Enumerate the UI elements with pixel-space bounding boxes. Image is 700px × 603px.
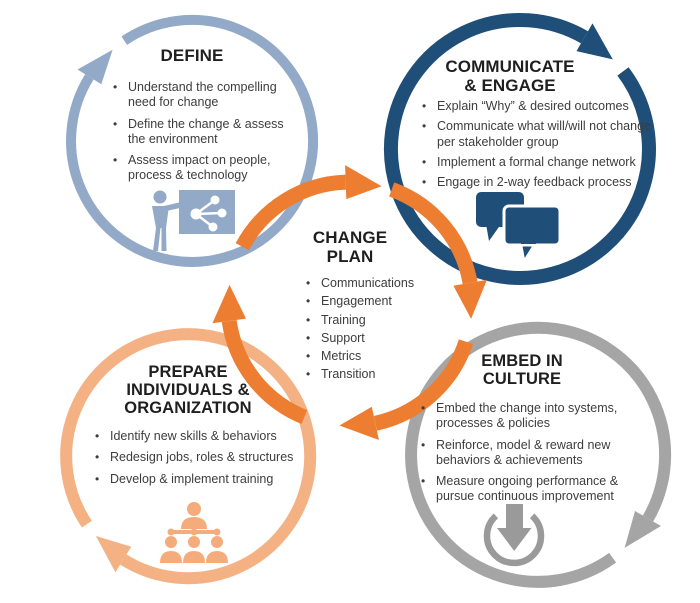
bullet-item: Engagement xyxy=(306,294,436,309)
bullet-item: Explain “Why” & desired outcomes xyxy=(422,99,660,114)
bullet-item: Identify new skills & behaviors xyxy=(95,429,325,444)
bullet-text: Implement a formal change network xyxy=(437,154,636,169)
bullet-text: Metrics xyxy=(321,349,362,363)
bullet-text: Reinforce, model & reward new behaviors … xyxy=(436,437,611,467)
embed-title: EMBED IN CULTURE xyxy=(481,352,563,389)
bullet-item: Communications xyxy=(306,276,436,291)
bullet-item: Metrics xyxy=(306,349,436,364)
bullet-item: Reinforce, model & reward new behaviors … xyxy=(421,438,642,469)
bullet-item: Develop & implement training xyxy=(95,472,325,487)
bullet-text: Communicate what will/will not change pe… xyxy=(437,119,651,149)
down-arrow-circle-icon xyxy=(483,504,545,567)
communicate-bullets: Explain “Why” & desired outcomes Communi… xyxy=(422,99,660,195)
bullet-text: Redesign jobs, roles & structures xyxy=(110,450,294,465)
bullet-text: Develop & implement training xyxy=(110,471,274,486)
bullet-text: Engagement xyxy=(321,294,392,309)
prepare-circle-arrow-head xyxy=(95,536,132,573)
bullet-text: Explain “Why” & desired outcomes xyxy=(437,99,629,113)
bullet-text: Communications xyxy=(321,276,415,290)
bullet-item: Support xyxy=(306,331,436,346)
bullet-text: Define the change & assess the environme… xyxy=(128,116,284,146)
prepare-title: PREPARE INDIVIDUALS & ORGANIZATION xyxy=(124,363,252,418)
bullet-text: Support xyxy=(321,330,365,345)
embed-bullets: Embed the change into systems, processes… xyxy=(421,401,642,511)
bullet-text: Embed the change into systems, processes… xyxy=(436,401,618,431)
bullet-text: Training xyxy=(321,312,366,327)
bullet-item: Redesign jobs, roles & structures xyxy=(95,450,325,465)
define-bullets: Understand the compelling need for chang… xyxy=(113,80,299,190)
cycle-ring-segment-3 xyxy=(221,319,308,425)
speech-bubbles-icon xyxy=(476,192,562,267)
prepare-bullets: Identify new skills & behaviors Redesign… xyxy=(95,429,325,493)
bullet-item: Implement a formal change network xyxy=(422,155,660,170)
bullet-text: Transition xyxy=(321,367,376,382)
bullet-item: Training xyxy=(306,313,436,328)
cycle-ring-arrowhead-1 xyxy=(453,279,487,319)
define-circle-arrow xyxy=(66,14,319,267)
bullet-text: Assess impact on people, process & techn… xyxy=(128,153,271,183)
prepare-circle-arrow xyxy=(60,328,317,585)
presenter-share-board-icon xyxy=(152,190,235,251)
cycle-ring-segment-0 xyxy=(235,174,347,251)
cycle-ring-segment-2 xyxy=(373,339,474,431)
define-title: DEFINE xyxy=(160,46,224,65)
bullet-text: Measure ongoing performance & pursue con… xyxy=(436,474,619,504)
bullet-item: Define the change & assess the environme… xyxy=(113,117,299,148)
bullet-item: Assess impact on people, process & techn… xyxy=(113,153,299,184)
define-circle-arrow-head xyxy=(77,49,113,85)
bullet-item: Measure ongoing performance & pursue con… xyxy=(421,474,642,505)
embed-circle-arrow-head xyxy=(624,511,661,548)
bullet-text: Understand the compelling need for chang… xyxy=(128,80,277,110)
bullet-item: Understand the compelling need for chang… xyxy=(113,80,299,111)
share-glyph-nodes xyxy=(190,195,227,232)
bullet-item: Communicate what will/will not change pe… xyxy=(422,119,660,150)
bullet-item: Transition xyxy=(306,367,436,382)
bullet-text: Engage in 2-way feedback process xyxy=(437,175,632,189)
bullet-item: Engage in 2-way feedback process xyxy=(422,175,660,190)
cycle-ring-arrowhead-3 xyxy=(212,284,246,324)
communicate-circle-arrow-head xyxy=(576,23,613,60)
bullet-text: Identify new skills & behaviors xyxy=(110,429,277,443)
cycle-ring-arrowhead-0 xyxy=(345,165,382,200)
communicate-title: COMMUNICATE & ENGAGE xyxy=(445,57,575,96)
bullet-item: Embed the change into systems, processes… xyxy=(421,401,642,432)
org-chart-icon xyxy=(160,502,228,563)
change-plan-bullets: Communications Engagement Training Suppo… xyxy=(306,276,436,386)
cycle-ring-arrowhead-2 xyxy=(339,406,379,440)
cycle-ring-segment-1 xyxy=(388,182,478,285)
change-plan-title: CHANGE PLAN xyxy=(312,228,388,267)
